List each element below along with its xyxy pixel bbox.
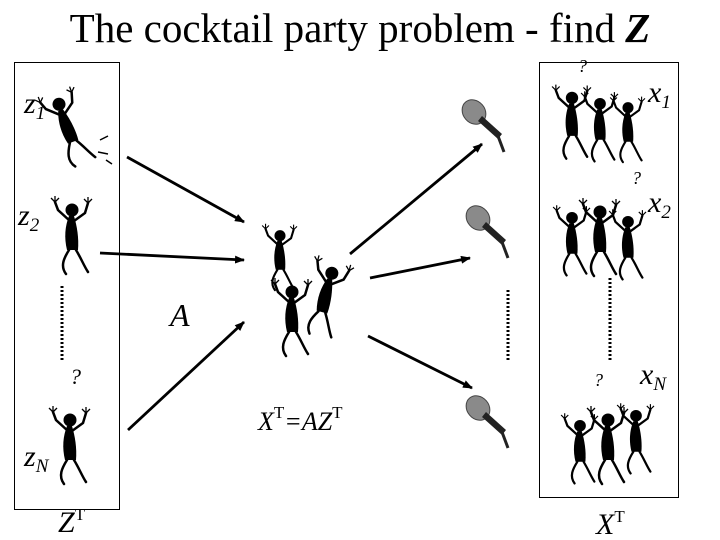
dancer-icon (269, 276, 314, 358)
observations-box (539, 62, 679, 498)
source-label-2: z2 (18, 199, 40, 237)
question-mark-icon: ? (632, 168, 641, 188)
microphone-n (459, 389, 510, 450)
svg-text:?: ? (70, 364, 81, 389)
source-dancer-2 (49, 194, 94, 276)
mixing-equation: XT=AZT (258, 403, 343, 436)
title-variable: Z (625, 5, 651, 51)
microphone-2 (459, 199, 510, 260)
source-dancer-n (47, 404, 92, 486)
svg-text:?: ? (578, 56, 587, 76)
source-label-n: zN (24, 440, 49, 478)
sources-box (14, 62, 120, 510)
arrow-z2-to-mix (99, 251, 245, 264)
page-title: The cocktail party problem - find Z (0, 2, 720, 54)
title-text: The cocktail party problem - find (69, 5, 626, 51)
dancer-icon (607, 208, 648, 281)
observation-label-1: x1 (648, 76, 671, 114)
source-label-1: z1 (24, 87, 46, 125)
mixing-arrows (99, 142, 483, 432)
observation-matrix-caption: XT (596, 507, 625, 540)
arrow-mix-to-mic1 (349, 142, 483, 256)
arrow-mix-to-micN (367, 334, 473, 390)
dancer-icon (579, 90, 620, 163)
mixed-dancer-group (261, 222, 357, 358)
svg-text:?: ? (632, 168, 641, 188)
observation-group-n: ? (559, 370, 656, 486)
svg-text:?: ? (594, 370, 603, 390)
question-mark-icon: ? (594, 370, 603, 390)
dancer-icon (559, 412, 600, 485)
observation-group-2: ? (551, 168, 648, 281)
dancer-icon (615, 402, 656, 475)
dancer-icon (551, 204, 592, 277)
dancer-icon (585, 404, 630, 486)
arrow-z1-to-mix (126, 155, 245, 224)
arrow-zN-to-mix (127, 320, 245, 432)
arrow-mix-to-mic2 (369, 255, 471, 280)
dancer-icon (49, 194, 94, 276)
question-mark-icon: ? (70, 364, 81, 389)
dancer-icon (261, 222, 299, 292)
dancer-icon (293, 253, 357, 342)
source-matrix-caption: ZT (58, 505, 86, 539)
mixing-matrix-label: A (170, 297, 190, 333)
observation-label-n: xN (640, 358, 667, 396)
microphone-icon (459, 389, 510, 450)
microphone-icon (459, 199, 510, 260)
dancer-icon (577, 196, 622, 278)
question-mark-icon: ? (578, 56, 587, 76)
music-notes-icon (97, 135, 113, 165)
observation-group-1: ? (550, 56, 647, 164)
observation-label-2: x2 (648, 186, 671, 224)
dancer-icon (47, 404, 92, 486)
dancer-icon (609, 94, 647, 164)
